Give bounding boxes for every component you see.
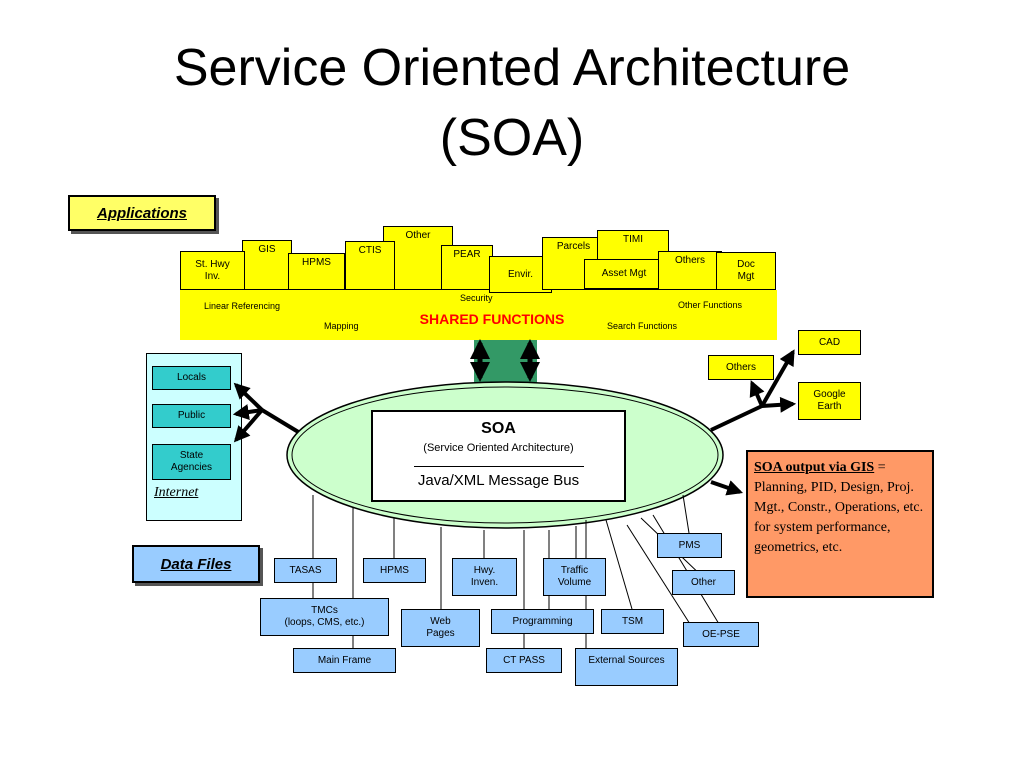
- shared-functions-band: [180, 290, 777, 340]
- linear-referencing-label: Linear Referencing: [204, 301, 281, 311]
- app-hpms: HPMS: [288, 253, 345, 290]
- data-other: Other: [672, 570, 735, 595]
- app-doc-mgt: Doc Mgt: [716, 252, 776, 290]
- data-files-label: Data Files: [132, 545, 260, 583]
- data-web-pages: Web Pages: [401, 609, 480, 647]
- others-box: Others: [708, 355, 774, 380]
- app-gis: GIS: [242, 240, 292, 290]
- data-hpms: HPMS: [363, 558, 426, 583]
- page-title-line-2: (SOA): [439, 109, 585, 167]
- external-arrows: [710, 349, 797, 496]
- locals-box: Locals: [152, 366, 231, 390]
- soa-divider: [413, 456, 584, 467]
- internet-label: Internet: [154, 485, 199, 500]
- cad-box: CAD: [798, 330, 861, 355]
- data-main-frame: Main Frame: [293, 648, 396, 673]
- soa-output-text: = Planning, PID, Design, Proj. Mgt., Con…: [754, 460, 924, 555]
- security-label: Security: [460, 293, 493, 303]
- public-box: Public: [152, 404, 231, 428]
- soa-output-heading: SOA output via GIS: [754, 460, 875, 475]
- app-others: Others: [658, 251, 722, 290]
- app-asset-mgt: Asset Mgt: [584, 259, 664, 289]
- search-functions-label: Search Functions: [607, 321, 678, 331]
- data-tasas: TASAS: [274, 558, 337, 583]
- data-pms: PMS: [657, 533, 722, 558]
- page-title-line-1: Service Oriented Architecture: [173, 39, 851, 97]
- mapping-label: Mapping: [324, 321, 359, 331]
- shared-functions-title: SHARED FUNCTIONS: [419, 311, 565, 327]
- data-tmcs: TMCs (loops, CMS, etc.): [260, 598, 389, 636]
- soa-bus-ellipse-inner: [291, 386, 719, 524]
- data-tsm: TSM: [601, 609, 664, 634]
- data-oe-pse: OE-PSE: [683, 622, 759, 647]
- soa-bus-label: Java/XML Message Bus: [417, 472, 580, 489]
- soa-subtitle: (Service Oriented Architecture): [423, 442, 574, 454]
- google-earth-box: Google Earth: [798, 382, 861, 420]
- app-st-hwy-inv: St. Hwy Inv.: [180, 251, 245, 290]
- data-programming: Programming: [491, 609, 594, 634]
- data-ct-pass: CT PASS: [486, 648, 562, 673]
- soa-output-box: SOA output via GIS = Planning, PID, Desi…: [746, 450, 934, 598]
- app-ctis: CTIS: [345, 241, 395, 290]
- internet-arrows: [232, 382, 302, 443]
- data-traffic-volume: Traffic Volume: [543, 558, 606, 596]
- data-external-sources: External Sources: [575, 648, 678, 686]
- data-hwy-inven: Hwy. Inven.: [452, 558, 517, 596]
- soa-title: SOA: [481, 420, 516, 437]
- state-agencies-box: State Agencies: [152, 444, 231, 480]
- soa-box: SOA (Service Oriented Architecture) Java…: [371, 410, 626, 502]
- applications-label: Applications: [68, 195, 216, 231]
- other-functions-label: Other Functions: [678, 300, 743, 310]
